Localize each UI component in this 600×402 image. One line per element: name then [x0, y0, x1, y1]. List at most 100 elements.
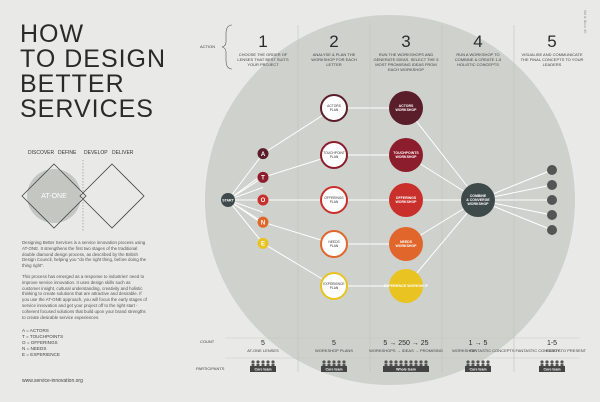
- participant-group-2: Core team: [321, 360, 347, 372]
- step-count-label-5: FANTASTIC CONCEPTS: [515, 348, 560, 353]
- website-url[interactable]: www.service-innovation.org: [22, 378, 83, 384]
- title-line-1: HOW: [20, 20, 85, 48]
- person-body-icon: [394, 364, 398, 367]
- person-body-icon: [466, 364, 470, 367]
- plan-label-3: PLAN: [330, 200, 339, 204]
- step-count-2: 5: [332, 340, 336, 347]
- participant-bar: [250, 366, 276, 372]
- person-body-icon: [342, 364, 346, 367]
- person-body-icon: [261, 364, 265, 367]
- workshop-label-1: ACTORS: [399, 104, 414, 108]
- person-icon: [486, 360, 490, 364]
- person-icon: [424, 360, 428, 364]
- participant-bar: [465, 366, 491, 372]
- person-icon: [337, 360, 341, 364]
- workshop-label-4: NEEDS: [400, 240, 413, 244]
- workshop-label-5: EXPERIENCE WORKSHOP: [384, 284, 429, 288]
- plan-label-4: NEEDS: [328, 240, 340, 244]
- person-body-icon: [414, 364, 418, 367]
- workshop-label-2: WORKSHOP: [396, 155, 418, 159]
- person-icon: [342, 360, 346, 364]
- plan-label-1: PLAN: [330, 108, 339, 112]
- step-number-2: 2: [329, 32, 338, 51]
- step-description-3: GENERATE IDEAS. SELECT THE 5: [374, 57, 440, 62]
- person-icon: [266, 360, 270, 364]
- workshop-label-2: TOUCHPOINTS: [393, 151, 419, 155]
- workshop-label-3: WORKSHOP: [396, 200, 418, 204]
- step-count-label-4: FANTASTIC CONCEPTS: [469, 348, 514, 353]
- participant-group-3: Whole team: [383, 360, 429, 372]
- page-title: HOW TO DESIGN BETTER SERVICES: [20, 22, 166, 122]
- person-body-icon: [560, 364, 564, 367]
- person-icon: [389, 360, 393, 364]
- person-body-icon: [471, 364, 475, 367]
- workshop-node-2: [389, 138, 423, 172]
- step-description-1: YOUR PROJECT: [247, 62, 279, 67]
- workshop-node-3: [389, 183, 423, 217]
- plan-node-4: [320, 230, 348, 258]
- step-description-1: CHOOSE THE ORDER OF: [239, 52, 288, 57]
- plan-label-1: ACTORS: [327, 104, 341, 108]
- plan-label-5: PLAN: [330, 286, 339, 290]
- at-one-label: AT-ONE: [41, 193, 67, 200]
- person-icon: [419, 360, 423, 364]
- intro-paragraph-2: This process has emerged as a response t…: [22, 273, 147, 320]
- column-dividers: [297, 25, 515, 372]
- participant-bar: [321, 366, 347, 372]
- person-icon: [545, 360, 549, 364]
- step-description-4: HOLISTIC CONCEPTS: [457, 62, 499, 67]
- person-icon: [481, 360, 485, 364]
- person-body-icon: [424, 364, 428, 367]
- person-icon: [394, 360, 398, 364]
- letter-N: N: [261, 220, 265, 226]
- legend-touchpoints: T = TOUCHPOINTS: [22, 334, 64, 339]
- row-rules: [225, 337, 580, 359]
- concept-node-1: [547, 165, 557, 175]
- concept-node-2: [547, 180, 557, 190]
- participant-group-5: Core team: [539, 360, 565, 372]
- participant-bar: [539, 366, 565, 372]
- double-diamond-graphic: AT-ONE: [21, 160, 145, 232]
- person-body-icon: [384, 364, 388, 367]
- combine-label: WORKSHOP: [468, 202, 490, 206]
- person-body-icon: [389, 364, 393, 367]
- flow-line: [405, 199, 479, 287]
- flow-line: [227, 153, 264, 201]
- plan-label-2: TOUCHPOINT: [323, 151, 345, 155]
- workshop-label-1: WORKSHOP: [396, 108, 418, 112]
- step-description-3: EACH WORKSHOP: [388, 67, 424, 72]
- person-body-icon: [266, 364, 270, 367]
- person-body-icon: [476, 364, 480, 367]
- person-body-icon: [322, 364, 326, 367]
- legend-actors: A = ACTORS: [22, 328, 49, 333]
- step-count-label-2: WORKSHOP PLANS: [315, 348, 353, 353]
- person-body-icon: [256, 364, 260, 367]
- phase-develop: DEVELOP: [84, 150, 108, 156]
- step-description-2: ANALYSE & PLAN THE: [313, 52, 356, 57]
- participant-label-4: Core team: [469, 368, 486, 372]
- plan-label-5: EXPERIENCE: [323, 282, 345, 286]
- legend-experience: E = EXPERIENCE: [22, 352, 60, 357]
- participant-label-5: Core team: [543, 368, 560, 372]
- concept-node-4: [547, 210, 557, 220]
- person-body-icon: [409, 364, 413, 367]
- letter-E: E: [261, 242, 265, 248]
- plan-node-5: [320, 272, 348, 300]
- workshop-label-4: WORKSHOP: [396, 244, 418, 248]
- step-description-1: LENSES THAT BEST SUITS: [237, 57, 289, 62]
- person-icon: [560, 360, 564, 364]
- person-icon: [550, 360, 554, 364]
- step-count-5: 1-5: [547, 340, 557, 347]
- person-body-icon: [337, 364, 341, 367]
- participant-bar: [383, 366, 429, 372]
- letter-node-O: [257, 194, 269, 206]
- person-icon: [384, 360, 388, 364]
- step-description-5: LEADERS: [543, 62, 562, 67]
- flow-line: [405, 107, 479, 201]
- count-row-label: COUNT: [200, 339, 215, 344]
- person-icon: [414, 360, 418, 364]
- second-diamond: [79, 163, 145, 229]
- person-icon: [399, 360, 403, 364]
- title-line-3: BETTER: [20, 70, 125, 98]
